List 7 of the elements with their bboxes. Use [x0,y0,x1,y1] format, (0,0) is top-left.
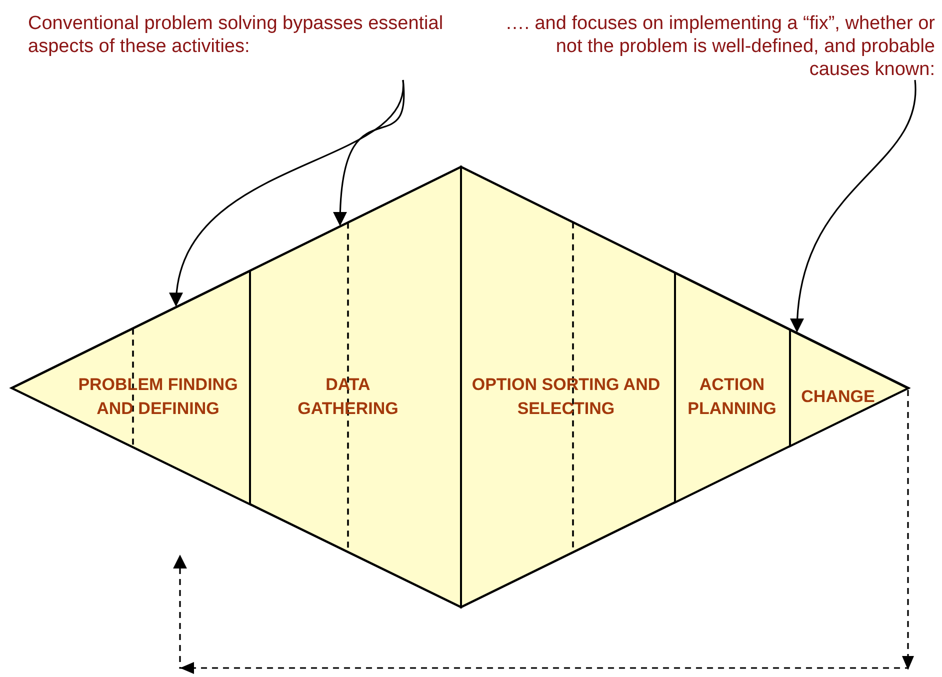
annotation-text: …. and focuses on implementing a “fix”, whether or not the problem is well-defined, and probable causes known: [505,12,935,81]
section-label: ACTION PLANNING [686,374,778,420]
section-label: CHANGE [800,386,876,408]
annotation-text: Conventional problem solving bypasses essential aspects of these activities: [28,12,448,58]
section-label: DATA GATHERING [296,374,400,420]
section-label: PROBLEM FINDING AND DEFINING [77,374,239,420]
section-label: OPTION SORTING AND SELECTING [470,374,662,420]
